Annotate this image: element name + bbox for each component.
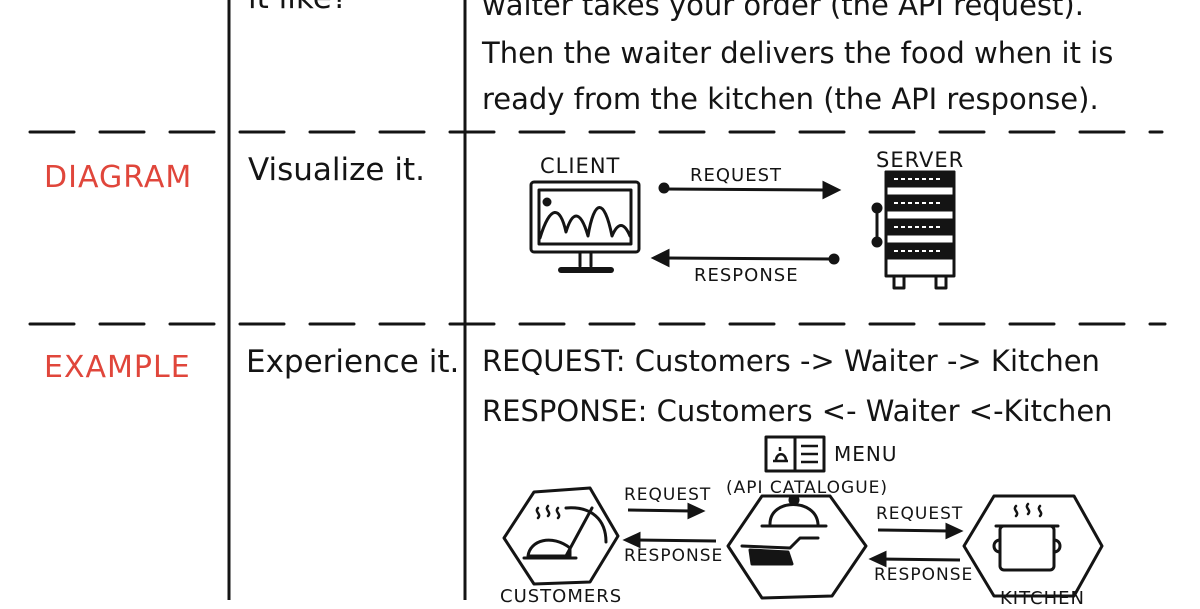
client-monitor-icon [529, 180, 641, 273]
kitchen-label: KITCHEN [1000, 588, 1085, 609]
waiter-hexagon-icon [726, 494, 868, 600]
intro-line-2: Then the waiter delivers the food when i… [482, 36, 1114, 70]
client-label: CLIENT [540, 154, 621, 178]
request-arrow [658, 180, 842, 200]
request-label: REQUEST [690, 165, 783, 186]
intro-question-fragment: it like? [248, 0, 348, 16]
menu-label: MENU [834, 442, 898, 466]
right-request-arrow [877, 522, 964, 540]
menu-icon [764, 435, 826, 473]
example-row-description: Experience it. [246, 344, 460, 380]
right-response-label: RESPONSE [874, 565, 974, 585]
right-response-arrow [868, 550, 961, 568]
diagram-row-description: Visualize it. [248, 152, 425, 188]
left-response-label: RESPONSE [624, 546, 724, 566]
kitchen-hexagon-icon [962, 494, 1104, 598]
api-catalogue-label: (API CATALOGUE) [726, 478, 889, 498]
left-request-arrow [627, 502, 706, 520]
customers-hexagon-icon [502, 486, 620, 586]
right-request-label: REQUEST [876, 504, 964, 524]
customers-label: CUSTOMERS [500, 586, 623, 607]
diagram-row-label: DIAGRAM [44, 160, 193, 195]
server-rack-icon [871, 170, 956, 290]
intro-line-1: waiter takes your order (the API request… [482, 0, 1084, 22]
example-response-line: RESPONSE: Customers <- Waiter <-Kitchen [482, 394, 1113, 428]
example-row-label: EXAMPLE [44, 350, 191, 385]
intro-line-3: ready from the kitchen (the API response… [482, 82, 1099, 116]
left-request-label: REQUEST [624, 485, 712, 505]
response-label: RESPONSE [694, 265, 799, 286]
example-request-line: REQUEST: Customers -> Waiter -> Kitchen [482, 344, 1100, 378]
response-arrow [650, 248, 840, 268]
server-label: SERVER [876, 148, 965, 172]
left-response-arrow [622, 531, 717, 549]
